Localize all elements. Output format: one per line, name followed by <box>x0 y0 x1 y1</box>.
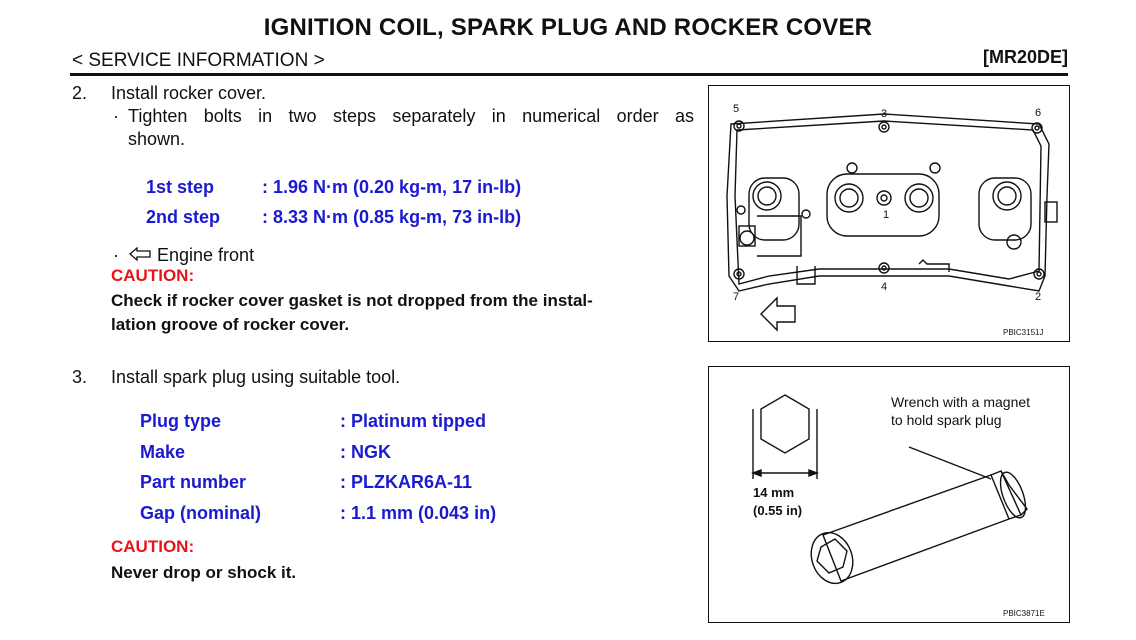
step2-bullet-line2: shown. <box>128 129 186 149</box>
bolt-number-1: 1 <box>883 209 889 221</box>
step3-text: Install spark plug using suitable tool. <box>111 367 401 387</box>
rocker-cover-figure: 1 2 3 4 5 6 7 PBIC3151J <box>708 85 1070 342</box>
step2-caution-line1: Check if rocker cover gasket is not drop… <box>111 291 593 310</box>
step2-text: Install rocker cover. <box>111 83 267 103</box>
torque-step1-label: 1st step <box>146 177 215 197</box>
bolt-number-2: 2 <box>1035 291 1041 303</box>
bolt-number-7: 7 <box>733 291 739 303</box>
wrench-label-line1: Wrench with a magnet <box>891 394 1030 410</box>
engine-front-bullet-dot: · <box>113 245 119 265</box>
bolt-number-5: 5 <box>733 103 739 115</box>
bolt-number-4: 4 <box>881 281 887 293</box>
torque-step1-value: : 1.96 N·m (0.20 kg-m, 17 in-lb) <box>262 177 522 197</box>
spec-gap-value: : 1.1 mm (0.043 in) <box>340 503 497 523</box>
engine-code: [MR20DE] <box>982 47 1068 67</box>
step3-caution-label: CAUTION: <box>111 537 195 556</box>
step2-caution-label: CAUTION: <box>111 266 195 285</box>
step2-caution-line2: lation groove of rocker cover. <box>111 315 350 334</box>
hex-size-in: (0.55 in) <box>753 503 802 518</box>
spec-plug-type-value: : Platinum tipped <box>340 411 486 431</box>
engine-front-label: Engine front <box>157 245 255 265</box>
figure2-code: PBIC3871E <box>1003 609 1045 618</box>
bolt-number-6: 6 <box>1035 107 1041 119</box>
torque-step2-label: 2nd step <box>146 207 221 227</box>
step2-bullet-line1: Tighten bolts in two steps separately in… <box>128 106 694 126</box>
spec-make-value: : NGK <box>340 442 391 462</box>
spec-part-number-value: : PLZKAR6A-11 <box>340 472 473 492</box>
rocker-cover-diagram: 1 2 3 4 5 6 7 PBIC3151J <box>726 103 1058 337</box>
spec-part-number-label: Part number <box>140 472 247 492</box>
spark-plug-wrench-figure: Wrench with a magnet to hold spark plug … <box>708 366 1070 623</box>
section-label: < SERVICE INFORMATION > <box>72 50 325 71</box>
figure1-code: PBIC3151J <box>1003 328 1043 337</box>
bolt-number-3: 3 <box>881 108 887 120</box>
step3-caution-text: Never drop or shock it. <box>111 563 297 582</box>
step2-number: 2. <box>72 83 88 103</box>
engine-front-arrow-icon <box>129 246 151 262</box>
spec-make-label: Make <box>140 442 186 462</box>
spec-gap-label: Gap (nominal) <box>140 503 261 523</box>
hex-size-mm: 14 mm <box>753 485 794 500</box>
page-title: IGNITION COIL, SPARK PLUG AND ROCKER COV… <box>263 14 873 41</box>
header-divider <box>70 73 1068 76</box>
spec-plug-type-label: Plug type <box>140 411 222 431</box>
step2-bullet-dot: · <box>113 106 119 126</box>
step3-number: 3. <box>72 367 88 387</box>
wrench-label-line2: to hold spark plug <box>891 412 1002 428</box>
torque-step2-value: : 8.33 N·m (0.85 kg-m, 73 in-lb) <box>262 207 522 227</box>
spark-plug-wrench-diagram: Wrench with a magnet to hold spark plug … <box>751 394 1045 618</box>
